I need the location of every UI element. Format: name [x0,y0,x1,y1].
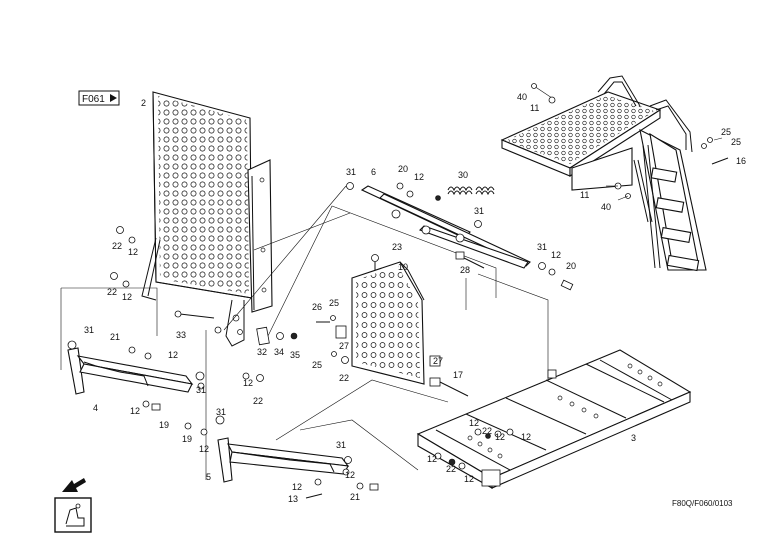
callout-25: 25 [312,360,322,370]
callout-31: 31 [346,167,356,177]
callout-25: 25 [731,137,741,147]
callout-12: 12 [469,418,479,428]
callout-12: 12 [292,482,302,492]
callout-32: 32 [257,347,267,357]
callout-12: 12 [130,406,140,416]
callout-3: 3 [631,433,636,443]
callout-27: 27 [339,341,349,351]
callout-19: 19 [182,434,192,444]
callout-22: 22 [112,241,122,251]
callout-2: 2 [141,98,146,108]
callout-12: 12 [521,432,531,442]
callout-21: 21 [110,332,120,342]
callout-23: 23 [392,242,402,252]
callout-25: 25 [329,298,339,308]
drawing-code: F80Q/F060/0103 [672,499,733,508]
callout-22: 22 [339,373,349,383]
callout-21: 21 [350,492,360,502]
step-bracket-left [67,340,264,411]
callout-11: 11 [580,190,589,200]
callout-12: 12 [464,474,474,484]
callout-31: 31 [216,407,226,417]
ref-tag[interactable]: F061 [78,90,120,106]
step-bracket-bottom [184,415,379,499]
ref-tag-label: F061 [82,94,105,105]
callout-13: 13 [288,494,298,504]
callout-4: 4 [93,403,98,413]
callout-28: 28 [460,265,470,275]
callout-12: 12 [345,470,355,480]
callout-40: 40 [517,92,527,102]
callout-31: 31 [537,242,547,252]
small-panel [316,254,469,397]
callout-12: 12 [128,247,138,257]
callout-20: 20 [566,261,576,271]
callout-5: 5 [206,472,211,482]
callout-12: 12 [199,444,209,454]
callout-17: 17 [453,370,463,380]
callout-31: 31 [474,206,484,216]
callout-31: 31 [196,385,206,395]
callout-11: 11 [530,103,539,113]
callout-22: 22 [446,464,456,474]
callout-20: 20 [398,164,408,174]
cab-seat-icon[interactable] [54,497,92,533]
callout-26: 26 [312,302,322,312]
platform-assembly [500,75,729,272]
callout-31: 31 [84,325,94,335]
chassis-frame [416,349,692,489]
callout-12: 12 [243,378,253,388]
callout-40: 40 [601,202,611,212]
callout-25: 25 [721,127,731,137]
callout-12: 12 [168,350,178,360]
callout-22: 22 [253,396,263,406]
callout-16: 16 [736,156,746,166]
callout-31: 31 [336,440,346,450]
callout-27: 27 [433,356,443,366]
callout-22: 22 [107,287,117,297]
callout-12: 12 [495,432,505,442]
callout-6: 6 [371,167,376,177]
callout-12: 12 [414,172,424,182]
callout-12: 12 [122,292,132,302]
callout-12: 12 [427,454,437,464]
callout-19: 19 [159,420,169,430]
callout-10: 10 [398,262,408,272]
callout-12: 12 [551,250,561,260]
hinge-hardware [110,226,298,346]
arrow-pointer-icon[interactable] [62,478,86,492]
callout-22: 22 [482,426,492,436]
callout-35: 35 [290,350,300,360]
callout-30: 30 [458,170,468,180]
callout-34: 34 [274,347,284,357]
perforated-panel [141,91,273,347]
rod-assembly [346,182,574,291]
callout-33: 33 [176,330,186,340]
ref-arrow-icon [110,94,117,102]
